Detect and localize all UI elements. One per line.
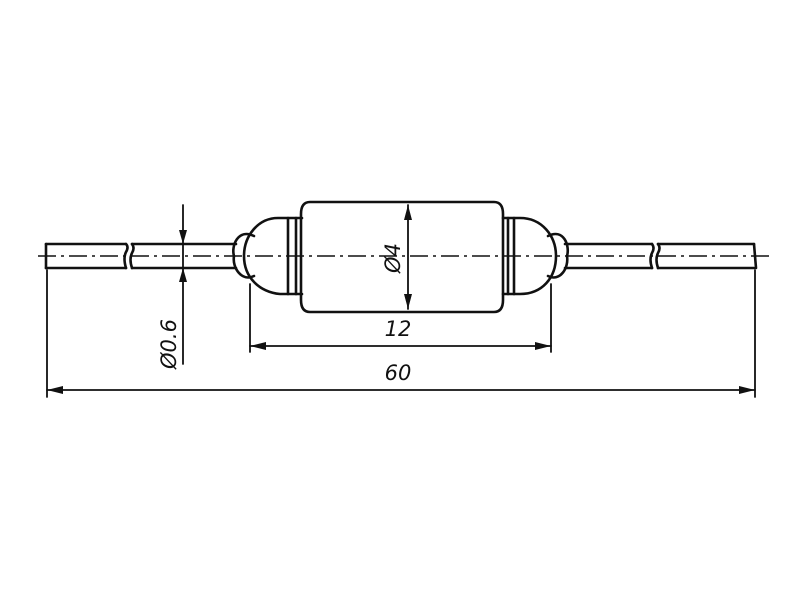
- total-length-label: 60: [385, 361, 412, 385]
- body-length-dimension: 12: [249, 283, 552, 353]
- left-lead-wire: [44, 242, 238, 270]
- lead-diameter-dimension: Ø0.6: [157, 204, 187, 370]
- body-diameter-label: Ø4: [381, 243, 405, 274]
- body-diameter-dimension: Ø4: [381, 204, 412, 310]
- body-length-label: 12: [385, 317, 412, 341]
- right-lead-wire: [563, 242, 758, 270]
- total-length-dimension: 60: [46, 269, 756, 398]
- lead-diameter-label: Ø0.6: [157, 319, 181, 370]
- component-body: [232, 200, 570, 314]
